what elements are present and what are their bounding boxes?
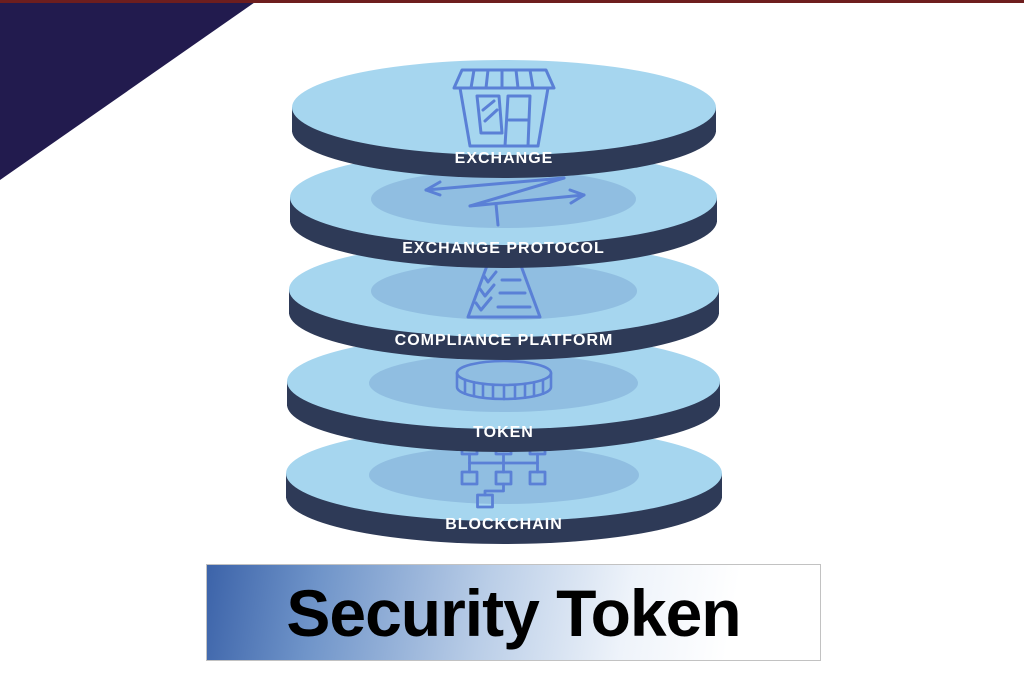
layer-label: BLOCKCHAIN [445, 516, 563, 533]
layer-exchange-protocol: EXCHANGE PROTOCOL [290, 150, 717, 268]
top-border-line [0, 0, 1024, 3]
disc-shading [369, 354, 638, 412]
poster-title: Security Token [286, 575, 741, 650]
title-banner: Security Token [206, 564, 821, 661]
layer-compliance-platform: COMPLIANCE PLATFORM [289, 242, 719, 360]
disc-shading [371, 170, 636, 228]
coin-icon [287, 340, 720, 424]
disc-shading [370, 262, 638, 320]
storefront-icon [292, 66, 716, 150]
layer-label: EXCHANGE PROTOCOL [402, 240, 605, 257]
layer-label: EXCHANGE [454, 150, 554, 167]
layer-exchange: EXCHANGE [292, 60, 716, 178]
exchange-arrows-icon [290, 156, 717, 240]
layer-label: COMPLIANCE PLATFORM [394, 332, 614, 349]
layer-label: TOKEN [473, 424, 534, 441]
